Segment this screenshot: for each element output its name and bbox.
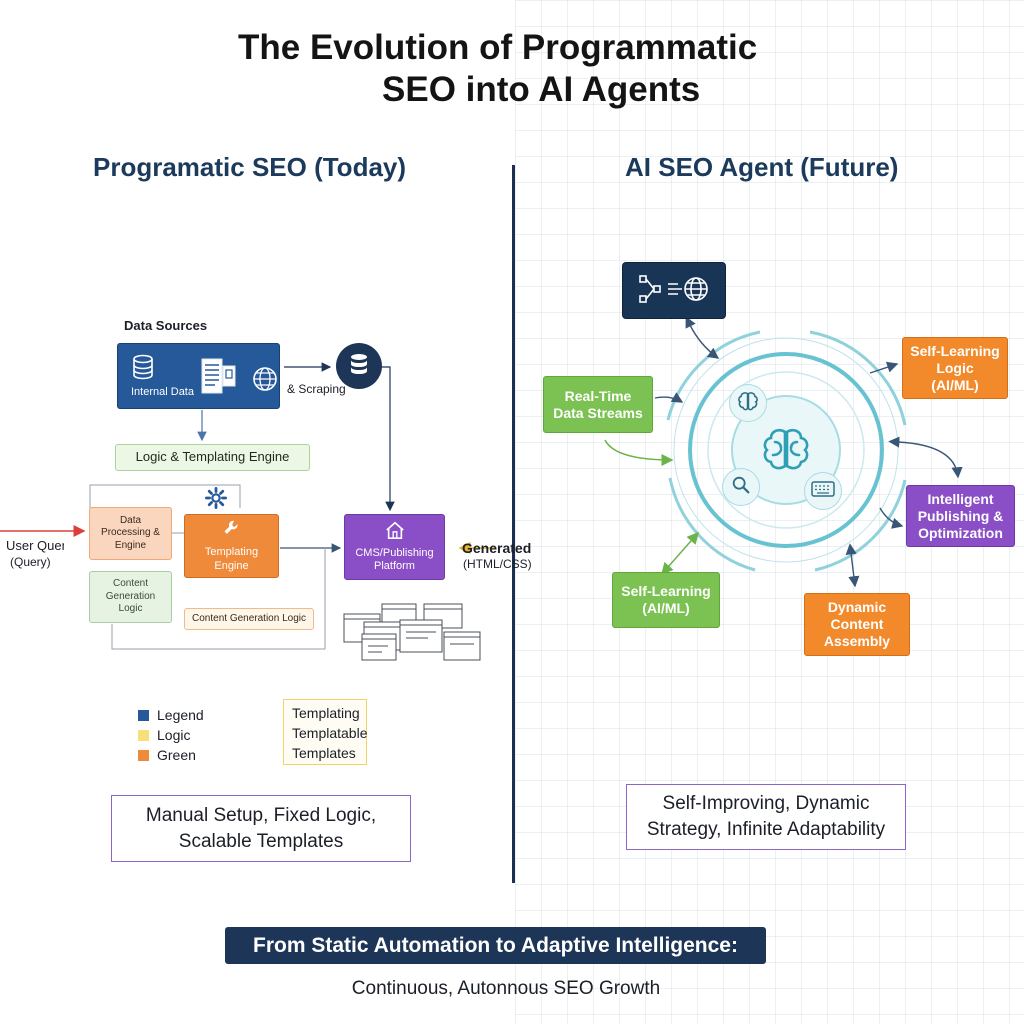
globe-icon [252,366,278,398]
content-generation-logic-box: Content Generation Logic [184,608,314,630]
brain-small-node [729,384,767,422]
footer-caption: Continuous, Autonnous SEO Growth [351,978,661,999]
keyboard-node [804,472,842,510]
templating-engine-line-1: Templating [204,546,259,559]
real-time-line-2: Data Streams [553,404,643,421]
left-summary-line-2: Scalable Templates [178,830,344,852]
data-processing-line-2: Processing & [101,527,160,539]
dynamic-line-1: Dynamic [827,599,887,615]
templating-engine-box: Templating Engine [184,514,279,578]
intelligent-line-3: Optimization [918,524,1003,541]
dynamic-content-box: Dynamic Content Assembly [804,593,910,656]
templating-engine-line-2: Engine [214,559,249,572]
intelligent-publishing-box: Intelligent Publishing & Optimization [906,485,1015,547]
document-icon [201,358,237,402]
web-pages-icon [340,602,485,669]
real-time-line-1: Real-Time [564,387,632,404]
self-learning-logic-box: Self-Learning Logic (AI/ML) [902,337,1008,399]
left-section-heading: Programatic SEO (Today) [93,152,407,182]
intelligent-line-1: Intelligent [927,490,994,507]
search-icon [730,474,752,501]
dynamic-line-3: Assembly [823,633,891,649]
workflow-globe-icon [634,271,714,311]
generated-label: Generated [462,540,532,556]
center-divider [512,165,515,883]
cms-platform-box: CMS/Publishing Platform [344,514,445,580]
right-section-heading: AI SEO Agent (Future) [625,152,899,182]
legend-item-3: Green [138,747,196,763]
legend-label: Logic [157,727,191,743]
legend-swatch [138,709,149,721]
legend-swatch [138,749,149,761]
left-summary-line-1: Manual Setup, Fixed Logic, [145,804,377,826]
brain-icon [758,422,814,483]
left-summary-box: Manual Setup, Fixed Logic, Scalable Temp… [111,795,411,862]
content-generation-line-2: Generation [105,590,156,602]
user-query-sub: (Query) [10,555,51,569]
templates-note-box: Templating Templatable Templates [283,699,368,765]
intelligent-line-2: Publishing & [917,507,1004,524]
home-icon [384,520,406,545]
bottom-banner: From Static Automation to Adaptive Intel… [225,927,766,964]
search-node [722,468,760,506]
generated-sub-label: (HTML/CSS) [463,557,532,571]
scraping-database-node [336,343,382,389]
scraping-label: & Scraping [287,382,346,396]
self-learning-ai-box: Self-Learning (AI/ML) [612,572,720,628]
brain-icon [737,390,759,417]
templates-note-line-2: Templatable [292,725,368,741]
dynamic-line-2: Content [830,616,884,632]
wrench-icon [222,518,242,543]
logic-templating-engine-box: Logic & Templating Engine [115,444,310,471]
content-generation-line-1: Content [112,578,149,590]
data-processing-line-1: Data [119,514,142,526]
legend-label: Green [157,747,196,763]
data-processing-line-3: Engine [114,539,147,551]
user-query-label: User Query [6,538,64,553]
self-learning-ai-line-1: Self-Learning [621,583,711,599]
legend-swatch [138,729,149,741]
self-learning-logic-line-3: (AI/ML) [931,376,979,393]
keyboard-icon [811,480,835,503]
workflow-globe-box [622,262,726,319]
database-icon [348,352,370,381]
self-learning-logic-line-2: Logic [936,359,974,376]
cms-line-2: Platform [374,560,415,573]
gear-icon [205,487,227,514]
internal-data-box: Internal Data [117,343,280,409]
templates-note-line-1: Templating [292,705,360,721]
templates-note-line-3: Templates [292,745,356,761]
self-learning-ai-line-2: (AI/ML) [642,600,690,616]
legend-item-2: Logic [138,727,190,743]
internal-data-label: Internal Data [131,386,194,398]
content-generation-box: Content Generation Logic [89,571,172,623]
data-processing-box: Data Processing & Engine [89,507,172,560]
page-title-line-1: The Evolution of Programmatic [238,28,758,67]
legend-label: Legend [157,707,204,723]
self-learning-logic-line-1: Self-Learning [910,342,1000,359]
right-summary-box: Self-Improving, Dynamic Strategy, Infini… [626,784,906,850]
database-icon [132,354,154,386]
data-sources-label: Data Sources [124,318,208,333]
page-title-line-2: SEO into AI Agents [382,70,701,109]
content-generation-line-3: Logic [118,603,143,615]
real-time-data-box: Real-Time Data Streams [543,376,653,433]
legend-item-1: Legend [138,707,204,723]
right-summary-line-1: Self-Improving, Dynamic [662,793,870,814]
cms-line-1: CMS/Publishing [355,546,434,559]
right-summary-line-2: Strategy, Infinite Adaptability [646,819,886,840]
